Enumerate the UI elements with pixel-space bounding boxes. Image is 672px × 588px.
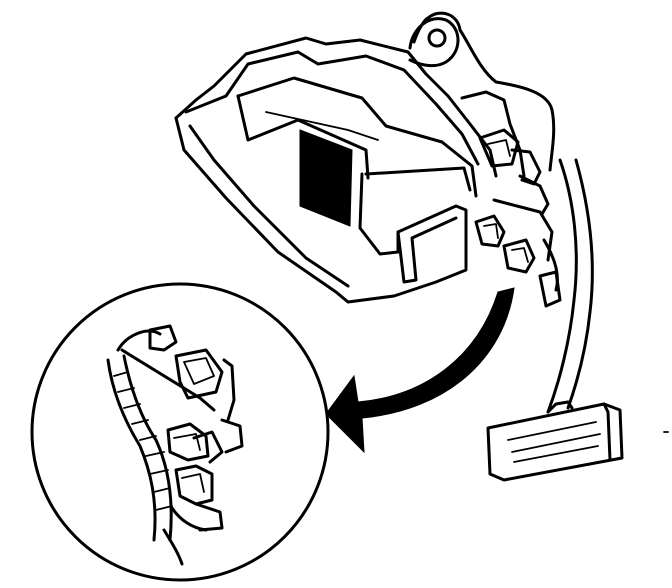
electrical-connector-icon xyxy=(474,198,554,274)
curved-direction-arrow-icon xyxy=(325,287,515,454)
pedal-icon xyxy=(486,400,624,482)
wiring-harness xyxy=(538,158,594,414)
fuse-block-housing xyxy=(174,36,526,304)
mounting-tab-icon xyxy=(408,17,460,68)
detail-view-magnifier xyxy=(30,282,330,582)
electrical-connector-icon xyxy=(478,128,550,216)
